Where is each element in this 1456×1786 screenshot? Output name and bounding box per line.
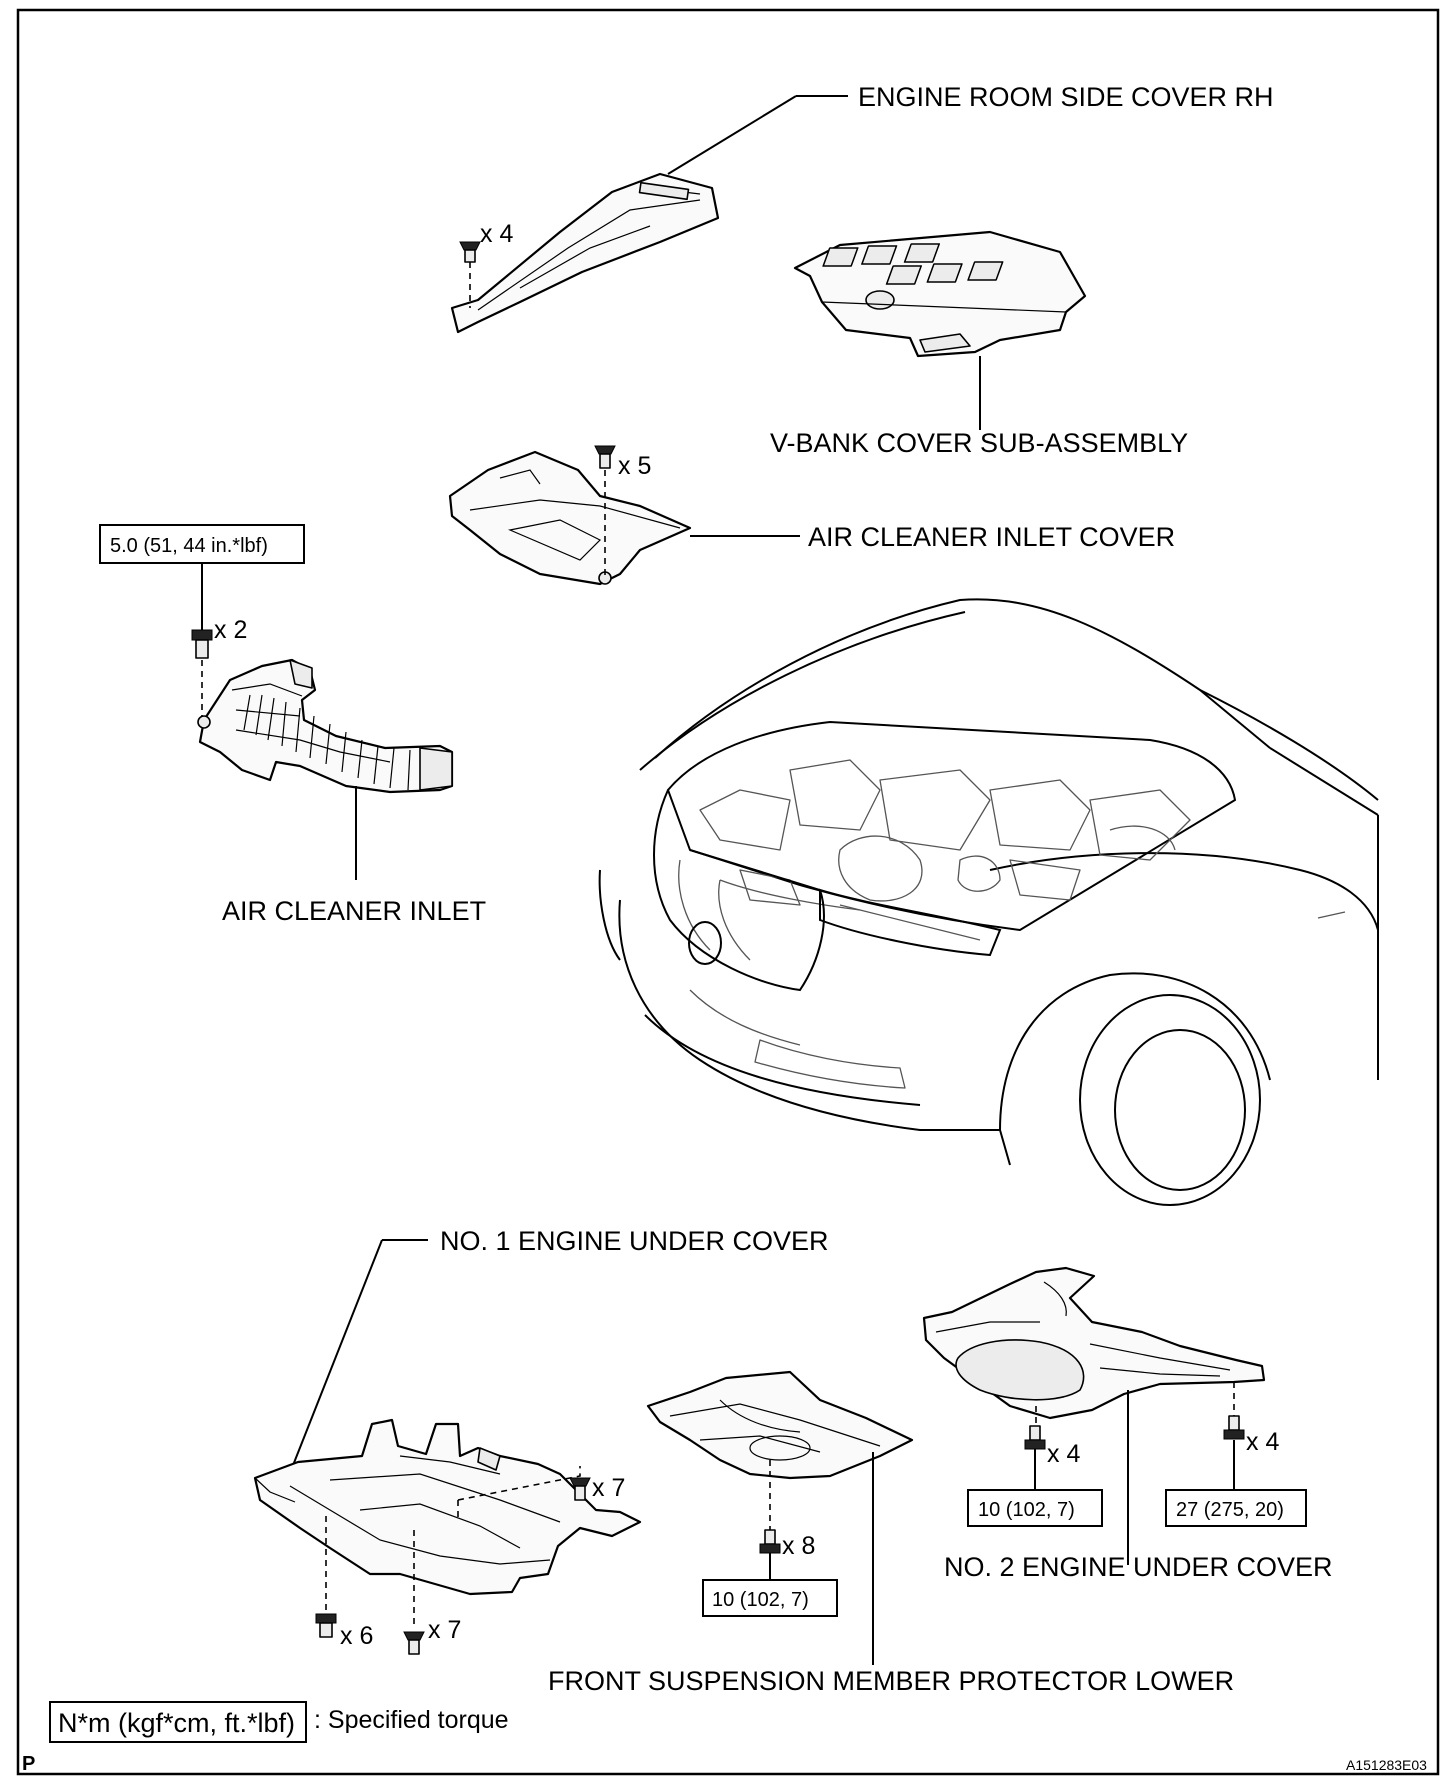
no1-clip-bottom-icon <box>403 1631 425 1655</box>
label-air-cleaner-inlet: AIR CLEANER INLET <box>222 896 486 926</box>
torque-box-air-inlet <box>99 524 305 564</box>
qty-side-cover-clips: x 4 <box>480 220 513 248</box>
no1-engine-under-cover <box>253 1239 642 1655</box>
legend-unit-box <box>49 1701 307 1743</box>
torque-protector: 10 (102, 7) <box>712 1589 809 1611</box>
torque-no2-right: 27 (275, 20) <box>1176 1499 1284 1521</box>
label-v-bank-cover: V-BANK COVER SUB-ASSEMBLY <box>770 428 1188 458</box>
qty-no2-bolts-left: x 4 <box>1047 1440 1080 1468</box>
no2-engine-under-cover <box>922 1266 1266 1565</box>
air-inlet-ribs <box>243 694 411 791</box>
diagram-frame <box>16 8 1440 1776</box>
torque-box-no2-right <box>1165 1489 1307 1527</box>
qty-no1-clips-bottom: x 7 <box>428 1616 461 1644</box>
car-front-illustration <box>598 598 1379 1206</box>
legend-description: : Specified torque <box>314 1706 509 1734</box>
figure-code: A151283E03 <box>1346 1757 1427 1773</box>
label-no1-engine-under-cover: NO. 1 ENGINE UNDER COVER <box>440 1226 829 1256</box>
label-front-suspension-protector: FRONT SUSPENSION MEMBER PROTECTOR LOWER <box>548 1666 1234 1696</box>
torque-no2-left: 10 (102, 7) <box>978 1499 1075 1521</box>
v-bank-cover-sub-assembly <box>793 230 1087 430</box>
front-wheel <box>1079 994 1261 1206</box>
air-cleaner-inlet-cover <box>448 445 800 586</box>
no1-bolt-icon <box>315 1613 337 1638</box>
side-cover-clip-icon <box>459 241 481 263</box>
qty-no1-bolts: x 6 <box>340 1622 373 1650</box>
label-no2-engine-under-cover: NO. 2 ENGINE UNDER COVER <box>944 1552 1333 1582</box>
qty-no1-clips-right: x 7 <box>592 1474 625 1502</box>
inlet-cover-clip-icon <box>594 445 616 469</box>
emblem <box>688 921 722 965</box>
legend-unit-text: N*m (kgf*cm, ft.*lbf) <box>58 1708 295 1738</box>
label-air-cleaner-inlet-cover: AIR CLEANER INLET COVER <box>808 522 1175 552</box>
air-inlet-bolt-icon <box>191 629 213 659</box>
torque-box-no2-left <box>967 1489 1103 1527</box>
qty-protector-bolts: x 8 <box>782 1532 815 1560</box>
engine-room-side-cover-rh <box>450 95 848 334</box>
front-suspension-member-protector-lower <box>646 1370 914 1665</box>
protector-bolt-icon <box>759 1529 781 1554</box>
no1-clip-right-icon <box>569 1477 591 1501</box>
torque-air-inlet: 5.0 (51, 44 in.*lbf) <box>110 535 268 557</box>
qty-no2-bolts-right: x 4 <box>1246 1428 1279 1456</box>
page-mark: P <box>22 1753 35 1775</box>
torque-box-protector <box>702 1579 838 1617</box>
no2-bolt-right-icon <box>1223 1415 1245 1440</box>
label-engine-room-side-cover: ENGINE ROOM SIDE COVER RH <box>858 82 1274 112</box>
qty-air-inlet-bolts: x 2 <box>214 616 247 644</box>
v-bank-cover-vents <box>822 243 1004 285</box>
air-cleaner-inlet <box>191 563 454 880</box>
qty-inlet-cover-clips: x 5 <box>618 452 651 480</box>
